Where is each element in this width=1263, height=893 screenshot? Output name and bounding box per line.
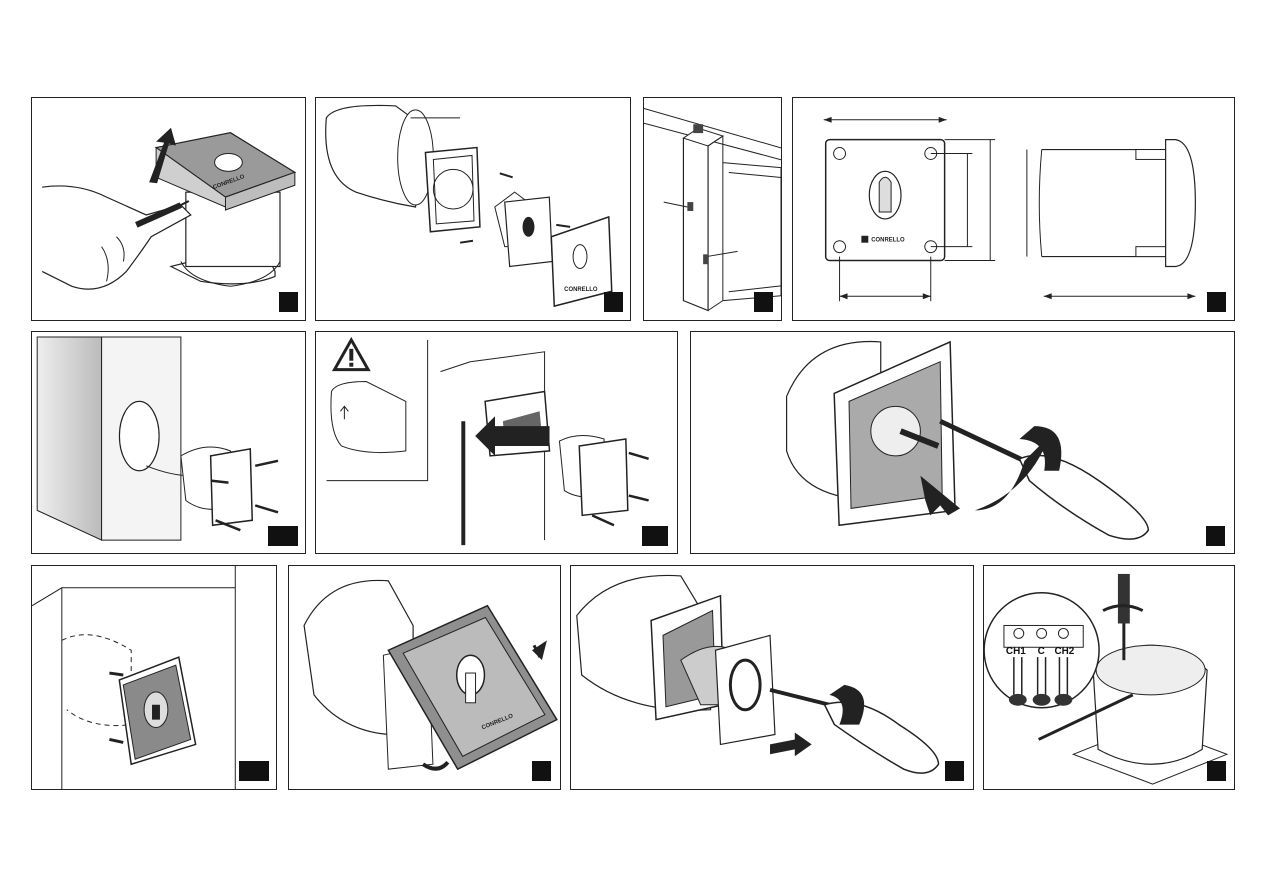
svg-text:CONRELLO: CONRELLO [871,238,905,244]
panel-5-post-hole [31,331,306,554]
post-hole-illustration [32,332,305,553]
step-marker [532,761,551,781]
front-plate-mounting-illustration: CONRELLO [289,566,560,789]
panel-2-exploded-view: CONRELLO [315,97,631,321]
panel-1-open-cover: CONRELLO [31,97,306,321]
screwdriver-fixing-illustration [691,332,1234,553]
screwdriver-prying-cover-illustration: CONRELLO [32,98,305,320]
panel-6-insert-box [315,331,678,554]
warning-insert-illustration [316,332,677,553]
svg-text:CONRELLO: CONRELLO [564,287,598,293]
step-marker [604,292,623,312]
dimension-drawing: CONRELLO [793,98,1234,320]
panel-11-wiring-terminals: CH1 C CH2 [983,565,1235,790]
terminal-label-ch1: CH1 [1006,646,1026,657]
exploded-assembly-illustration: CONRELLO [316,98,630,320]
step-marker [279,292,298,312]
step-marker [754,292,773,312]
panel-7-fix-screw [690,331,1235,554]
terminal-label-ch2: CH2 [1054,646,1074,657]
gate-post-illustration [644,98,781,320]
panel-3-installation-position [643,97,782,321]
step-marker [945,761,964,781]
panel-10-adjust-mechanism [570,565,974,790]
panel-4-dimensions: CONRELLO [792,97,1235,321]
panel-9-mount-front-plate: CONRELLO [288,565,561,790]
assembled-selector-illustration [32,566,276,789]
step-marker [239,761,269,781]
step-marker [268,526,298,546]
step-marker [642,526,668,546]
mechanism-adjustment-illustration [571,566,973,789]
step-marker [1207,761,1226,781]
step-marker [1207,292,1226,312]
terminal-label-c: C [1038,646,1045,657]
terminal-wiring-illustration: CH1 C CH2 [984,566,1234,789]
panel-8-assembled-cover [31,565,277,790]
step-marker [1206,526,1225,546]
